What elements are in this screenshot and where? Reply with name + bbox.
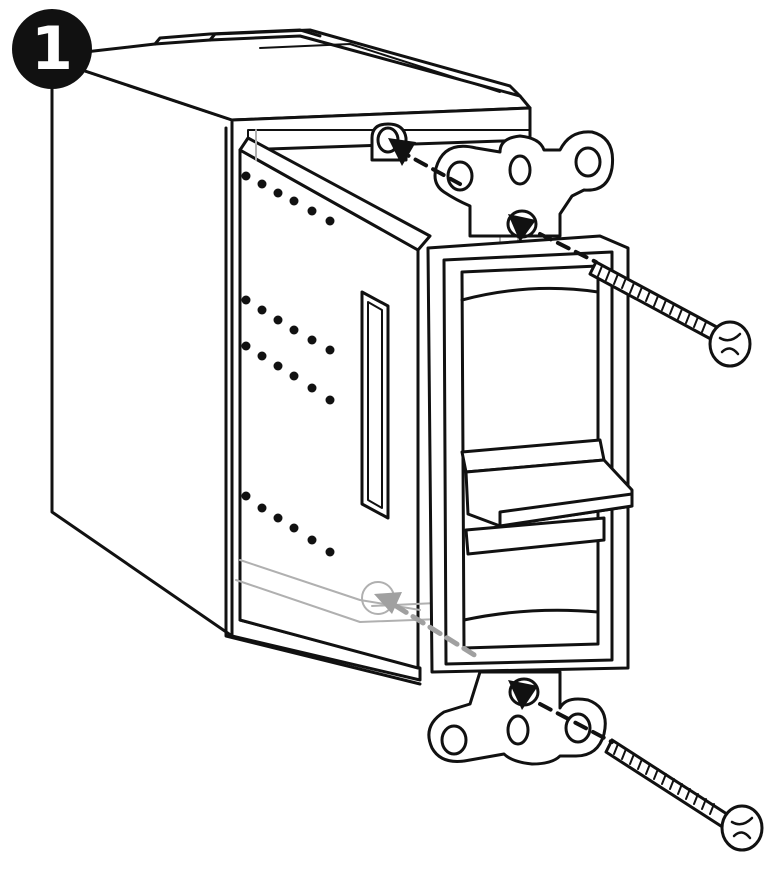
device-side-top [238,136,432,252]
dashed-guide-bottom-right [538,702,614,744]
knockout-dots [241,171,335,557]
bottom-strap-hole-right [564,712,592,744]
side-panel-slot [360,290,390,520]
bottom-strap-plate [427,670,607,766]
knockout-dot [325,216,335,226]
bottom-mounting-strap [427,670,607,766]
box-top-tab-ridge [208,28,522,98]
bottom-screw-threads [613,743,715,815]
bottom-strap-hole-center [506,714,530,746]
knockout-dot [289,196,299,206]
knockout-dot [289,523,299,533]
top-strap-hole-center [508,154,532,186]
knockout-dot [307,383,317,393]
knockout-dot [325,395,335,405]
electrical-box [50,28,532,686]
knockout-dot [325,345,335,355]
knockout-dot [241,295,251,305]
knockout-dot [273,513,283,523]
knockout-dot [307,206,317,216]
phillips-screw-head-icon [718,332,742,356]
dashed-guide-top-right [538,232,598,264]
box-left-face [50,58,234,638]
step-number: 1 [31,14,73,84]
knockout-dot [307,335,317,345]
box-front-rim [224,126,422,686]
device-side-edge [247,129,531,139]
top-screw-threads [597,265,707,333]
knockout-dot [307,535,317,545]
knockout-dot [273,361,283,371]
bottom-screw-head [720,804,764,852]
top-strap-hole-left [446,160,474,192]
knockout-dot [257,503,267,513]
knockout-dot [257,351,267,361]
slider-under [464,516,606,556]
box-top-tab-ridge-inner [259,43,501,93]
top-screw-head [708,320,752,368]
bottom-screw [604,738,764,852]
dashed-guide-bottom-left [393,603,479,659]
switch-device [426,234,634,674]
slider-front [498,492,634,528]
knockout-dot [241,341,251,351]
knockout-dot [241,171,251,181]
top-mounting-strap [433,130,615,239]
box-top-tab-rear [153,28,322,46]
top-strap-hole-right [574,146,602,178]
arrow-head-icon [374,592,402,614]
knockout-dot [273,315,283,325]
top-screw [588,260,752,368]
knockout-dot [289,325,299,335]
step-number-badge: 1 [12,9,92,89]
device-inner-lower-curve [462,608,600,622]
knockout-dot [325,547,335,557]
knockout-dot [257,305,267,315]
arrow-head-icon [508,680,538,710]
bottom-strap-hole-left [440,724,468,756]
arrow-head-icon [388,138,416,166]
guide-arrows [374,138,614,744]
arrow-head-icon [508,214,536,242]
dashed-guide-top-left [396,148,462,186]
side-panel-slot-inner [367,301,383,509]
knockout-dot [273,188,283,198]
knockout-dot [289,371,299,381]
knockout-dot [241,491,251,501]
phillips-screw-head-icon [730,816,754,840]
device-inner-top-curve [460,286,600,302]
knockout-dot [257,179,267,189]
